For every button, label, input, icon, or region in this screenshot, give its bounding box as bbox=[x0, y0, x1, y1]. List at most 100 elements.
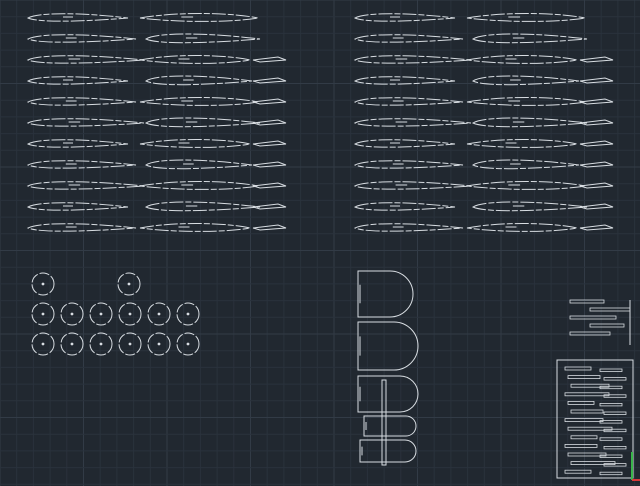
rib-outline bbox=[353, 202, 456, 211]
airfoil-rib bbox=[139, 13, 259, 22]
former-outline bbox=[176, 332, 200, 356]
circular-former bbox=[60, 302, 84, 326]
airfoil-rib bbox=[353, 181, 472, 190]
former-outline bbox=[176, 302, 200, 326]
tail-rib bbox=[252, 182, 287, 189]
d-part-outline bbox=[357, 270, 414, 318]
rib-outline bbox=[353, 76, 456, 85]
airfoil-rib bbox=[353, 97, 464, 106]
airfoil-rib bbox=[26, 13, 129, 22]
tail-rib-outline bbox=[252, 119, 287, 126]
circular-formers[interactable] bbox=[31, 272, 200, 356]
small-part bbox=[589, 323, 625, 328]
former-outline bbox=[118, 332, 142, 356]
airfoil-rib bbox=[466, 223, 578, 232]
airfoil-rib bbox=[26, 181, 145, 190]
tail-rib bbox=[579, 119, 614, 126]
tail-rib-outline bbox=[252, 161, 287, 168]
tail-rib-outline bbox=[579, 140, 614, 147]
tail-rib-outline bbox=[252, 98, 287, 105]
rib-outline bbox=[353, 160, 464, 169]
airfoil-rib bbox=[466, 139, 578, 148]
rib-outline bbox=[144, 33, 261, 44]
rib-outline bbox=[139, 181, 259, 190]
small-part bbox=[567, 400, 595, 405]
rib-outline bbox=[471, 33, 588, 44]
tail-rib bbox=[579, 182, 614, 189]
d-shaped-part bbox=[359, 439, 417, 463]
d-shaped-part bbox=[363, 415, 417, 437]
airfoil-rib bbox=[26, 97, 137, 106]
small-part bbox=[599, 368, 623, 372]
rib-outline bbox=[26, 97, 137, 106]
former-outline bbox=[89, 302, 113, 326]
tail-rib-outline bbox=[252, 224, 287, 231]
airfoil-rib bbox=[471, 117, 588, 128]
circular-former bbox=[31, 302, 55, 326]
circular-former bbox=[31, 272, 55, 296]
rib-outline bbox=[26, 160, 137, 169]
small-part bbox=[599, 471, 623, 476]
airfoil-rib bbox=[139, 55, 251, 64]
small-part bbox=[599, 385, 623, 390]
d-part-outline bbox=[359, 439, 417, 463]
airfoil-rib bbox=[353, 13, 456, 22]
former-center bbox=[41, 312, 45, 316]
rib-outline bbox=[471, 201, 588, 212]
d-shaped-part bbox=[357, 321, 419, 371]
former-outline bbox=[118, 302, 142, 326]
small-part bbox=[603, 463, 627, 467]
airfoil-rib bbox=[466, 97, 586, 106]
tail-rib-outline bbox=[579, 161, 614, 168]
circular-former bbox=[117, 272, 141, 296]
circular-former bbox=[118, 302, 142, 326]
circular-former bbox=[118, 332, 142, 356]
airfoil-rib bbox=[139, 139, 251, 148]
airfoil-rib bbox=[472, 159, 580, 170]
airfoil-rib bbox=[466, 55, 578, 64]
rib-outline bbox=[466, 55, 578, 64]
airfoil-ribs-left[interactable] bbox=[26, 13, 287, 232]
d-part-outline bbox=[363, 415, 417, 437]
former-center bbox=[157, 342, 161, 346]
tail-rib-outline bbox=[579, 77, 614, 84]
former-center bbox=[99, 312, 103, 316]
small-part bbox=[564, 469, 592, 474]
d-shaped-part bbox=[357, 375, 419, 413]
small-part bbox=[564, 443, 598, 448]
airfoil-rib bbox=[471, 201, 588, 212]
rib-outline bbox=[26, 139, 129, 148]
circular-former bbox=[176, 302, 200, 326]
d-shaped-parts[interactable] bbox=[357, 270, 419, 466]
small-part bbox=[569, 331, 611, 336]
small-part bbox=[570, 383, 610, 388]
airfoil-ribs-right[interactable] bbox=[353, 13, 614, 232]
small-part bbox=[569, 299, 605, 304]
tail-rib-outline bbox=[579, 182, 614, 189]
rib-outline bbox=[353, 139, 456, 148]
former-outline bbox=[31, 302, 55, 326]
airfoil-rib bbox=[472, 75, 580, 86]
small-part bbox=[603, 411, 627, 415]
airfoil-rib bbox=[26, 139, 129, 148]
rib-outline bbox=[466, 181, 586, 190]
tail-rib bbox=[252, 140, 287, 147]
airfoil-rib bbox=[353, 34, 464, 43]
tail-rib-outline bbox=[252, 182, 287, 189]
d-part-outline bbox=[357, 375, 419, 413]
rib-outline bbox=[139, 223, 251, 232]
tail-rib bbox=[252, 56, 287, 63]
tail-rib-outline bbox=[252, 140, 287, 147]
small-part bbox=[599, 437, 623, 441]
airfoil-rib bbox=[139, 181, 259, 190]
circular-former bbox=[89, 332, 113, 356]
tail-rib-outline bbox=[579, 119, 614, 126]
airfoil-rib bbox=[145, 159, 253, 170]
small-part bbox=[570, 409, 604, 414]
former-outline bbox=[147, 332, 171, 356]
small-part bbox=[603, 377, 627, 381]
small-parts-sheet[interactable] bbox=[556, 299, 634, 479]
